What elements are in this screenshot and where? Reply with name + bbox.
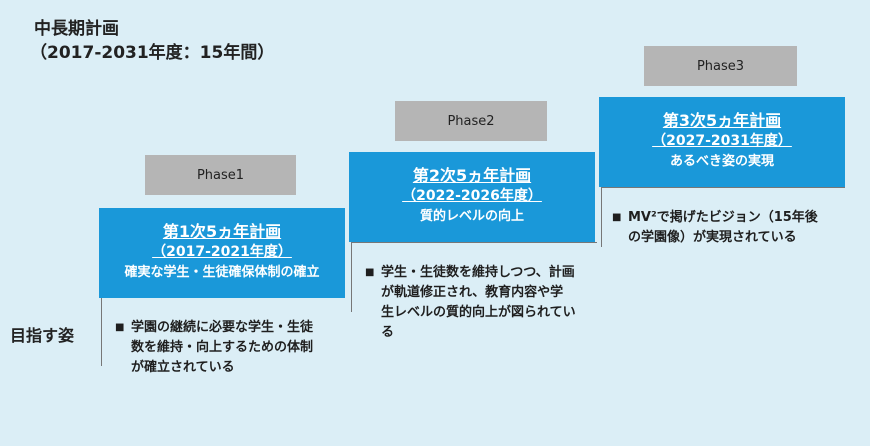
- phase3-description: ■ MV²で掲げたビジョン（15年後 の学園像）が実現されている: [612, 208, 852, 248]
- phase3-stair-line: [601, 187, 602, 247]
- phase2-tag: Phase2: [395, 101, 547, 141]
- phase1-plan-period: （2017-2021年度）: [152, 244, 292, 261]
- bullet-square-icon: ■: [115, 322, 125, 333]
- phase3-plan-box: 第3次5ヵ年計画 （2027-2031年度） あるべき姿の実現: [599, 97, 845, 187]
- bullet-square-icon: ■: [365, 267, 375, 278]
- phase3-description-line: の学園像）が実現されている: [628, 230, 797, 246]
- phase2-description: ■ 学生・生徒数を維持しつつ、計画 が軌道修正され、教育内容や学 生レベルの質的…: [365, 263, 600, 344]
- phase3-description-line: MV²で掲げたビジョン（15年後: [628, 210, 818, 225]
- phase3-plan-title: 第3次5ヵ年計画: [662, 111, 782, 131]
- phase2-plan-box: 第2次5ヵ年計画 （2022-2026年度） 質的レベルの向上: [349, 152, 595, 242]
- diagram-title: 中長期計画: [34, 19, 119, 39]
- phase1-description-line: 数を維持・向上するための体制: [131, 340, 314, 356]
- phase2-description-line: る: [381, 325, 395, 341]
- phase2-description-line: 生レベルの質的向上が図られてい: [381, 305, 576, 321]
- phase1-plan-title: 第1次5ヵ年計画: [162, 222, 282, 242]
- bullet-square-icon: ■: [612, 212, 622, 223]
- aim-label: 目指す姿: [10, 326, 75, 345]
- phase2-plan-goal: 質的レベルの向上: [419, 208, 524, 224]
- diagram-subtitle: （2017-2031年度：15年間）: [30, 43, 275, 63]
- phase2-plan-title: 第2次5ヵ年計画: [412, 166, 532, 186]
- phase1-plan-box: 第1次5ヵ年計画 （2017-2021年度） 確実な学生・生徒確保体制の確立: [99, 208, 345, 298]
- phase1-plan-goal: 確実な学生・生徒確保体制の確立: [124, 264, 320, 280]
- phase2-stair-line: [351, 242, 352, 312]
- phase2-description-line: が軌道修正され、教育内容や学: [381, 285, 564, 301]
- phase1-stair-line: [101, 298, 102, 366]
- phase3-stair-top: [601, 187, 845, 188]
- phase2-stair-top: [351, 242, 597, 243]
- phase3-tag: Phase3: [644, 46, 797, 86]
- phase2-description-line: 学生・生徒数を維持しつつ、計画: [381, 265, 575, 280]
- phase3-plan-period: （2027-2031年度）: [652, 133, 792, 150]
- phase2-plan-period: （2022-2026年度）: [402, 188, 542, 205]
- phase3-plan-goal: あるべき姿の実現: [669, 153, 774, 169]
- phase1-description: ■ 学園の継続に必要な学生・生徒 数を維持・向上するための体制 が確立されている: [115, 318, 345, 378]
- phase1-description-line: 学園の継続に必要な学生・生徒: [131, 320, 314, 335]
- phase1-tag: Phase1: [145, 155, 296, 195]
- phase1-description-line: が確立されている: [131, 360, 235, 376]
